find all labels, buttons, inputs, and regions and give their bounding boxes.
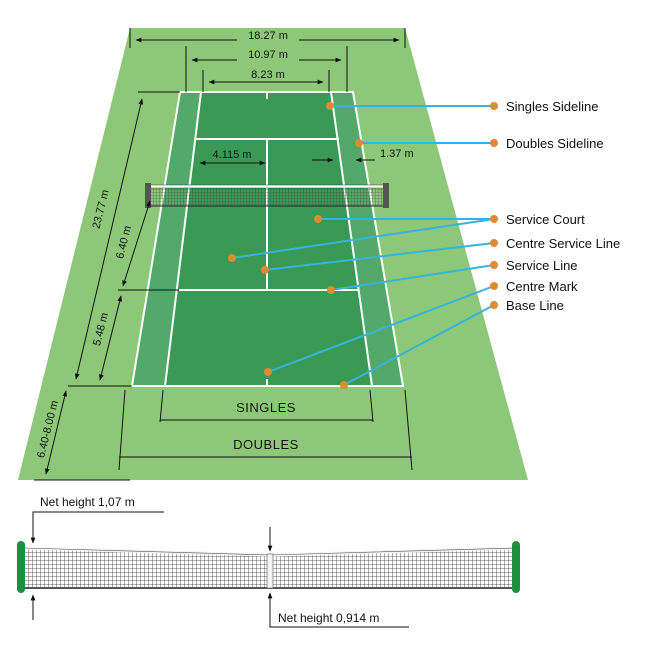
court-lines <box>130 91 405 387</box>
left-net-post <box>17 541 25 593</box>
label-service-court: Service Court <box>506 212 585 227</box>
label-service-line: Service Line <box>506 258 578 273</box>
doubles-label: DOUBLES <box>233 437 299 452</box>
doubles-width-label: 10.97 m <box>248 49 288 61</box>
callout-dots <box>228 102 498 389</box>
right-net-post <box>512 541 520 593</box>
net-side-view <box>17 541 520 593</box>
total-width-label: 18.27 m <box>248 30 288 42</box>
post-net-height-label: Net height 1,07 m <box>40 495 135 509</box>
net-height-markers <box>30 511 409 628</box>
singles-width-label: 8.23 m <box>251 69 285 81</box>
bottom-width-brackets <box>118 389 413 471</box>
callout-pointers <box>231 105 495 386</box>
label-doubles-sideline: Doubles Sideline <box>506 136 604 151</box>
label-centre-service-line: Centre Service Line <box>506 236 620 251</box>
centre-net-height-label: Net height 0,914 m <box>278 611 379 625</box>
label-singles-sideline: Singles Sideline <box>506 99 599 114</box>
half-service-width-label-bg <box>206 148 258 161</box>
label-base-line: Base Line <box>506 298 564 313</box>
length-dimensions <box>34 91 180 481</box>
alley-width-label: 1.37 m <box>380 148 414 160</box>
court-net <box>145 183 389 208</box>
doubles-width-label-bg <box>237 47 299 61</box>
singles-width-label-bg <box>240 67 296 81</box>
half-service-width-label: 4.115 m <box>213 149 252 161</box>
label-centre-mark: Centre Mark <box>506 279 578 294</box>
total-width-label-bg <box>237 28 299 42</box>
singles-label: SINGLES <box>236 400 296 415</box>
right-doubles-alley <box>331 92 403 386</box>
singles-court <box>165 92 372 386</box>
left-doubles-alley <box>132 92 201 386</box>
